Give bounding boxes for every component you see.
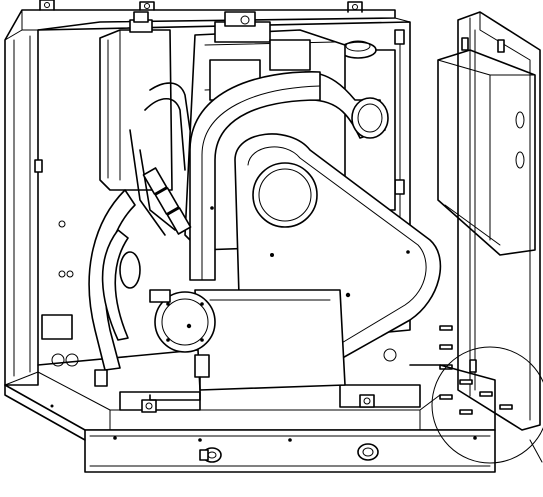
left-hose <box>88 189 141 371</box>
fuel-pump <box>149 289 216 401</box>
base-frame <box>4 364 496 473</box>
coolant-tank <box>99 11 173 191</box>
crankcase <box>194 289 346 391</box>
fuel-lines <box>129 82 192 236</box>
detail-callout-circle <box>431 346 543 464</box>
panel-fittings <box>41 220 397 387</box>
engine-mounts <box>119 384 421 413</box>
air-intake-elbow <box>304 71 389 139</box>
top-lift-brackets <box>39 0 363 13</box>
removed-side-panel <box>437 11 541 431</box>
coolant-hose <box>189 71 321 281</box>
enclosure-left-wall <box>4 9 396 386</box>
